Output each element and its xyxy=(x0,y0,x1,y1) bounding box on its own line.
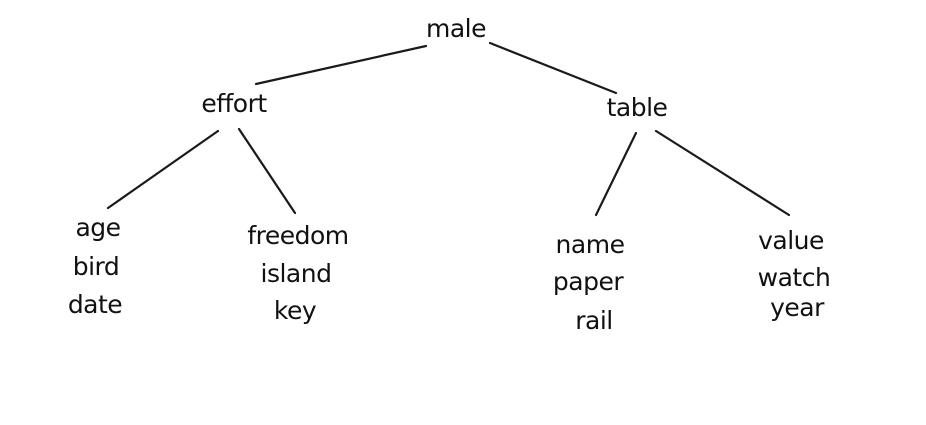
leaf-word: paper xyxy=(553,267,624,296)
node-label-table: table xyxy=(607,93,668,122)
leaf-group-table-left: name paper rail xyxy=(553,230,625,335)
leaf-word: date xyxy=(68,290,122,319)
edge-table-right-leaf xyxy=(654,129,791,217)
leaf-word: age xyxy=(75,213,120,242)
edge-table-left-leaf xyxy=(594,131,638,217)
leaf-word: rail xyxy=(575,306,613,335)
leaf-word: island xyxy=(261,259,332,288)
edge-effort-right-leaf xyxy=(237,127,297,215)
edge-effort-left-leaf xyxy=(106,129,220,210)
root-node-label: male xyxy=(426,14,486,43)
leaf-word: bird xyxy=(73,252,120,281)
edge-male-effort xyxy=(254,44,428,86)
leaf-group-table-right: value watch year xyxy=(758,226,831,322)
leaf-word: name xyxy=(556,230,625,259)
leaf-word: freedom xyxy=(247,221,348,250)
leaf-group-effort-right: freedom island key xyxy=(247,221,349,325)
leaf-group-effort-left: age bird date xyxy=(68,213,123,319)
leaf-word: watch xyxy=(758,263,831,292)
node-label-effort: effort xyxy=(201,89,267,118)
edge-male-table xyxy=(488,41,618,95)
leaf-word: year xyxy=(770,293,825,322)
leaf-word: key xyxy=(274,296,317,325)
leaf-word: value xyxy=(758,226,824,255)
